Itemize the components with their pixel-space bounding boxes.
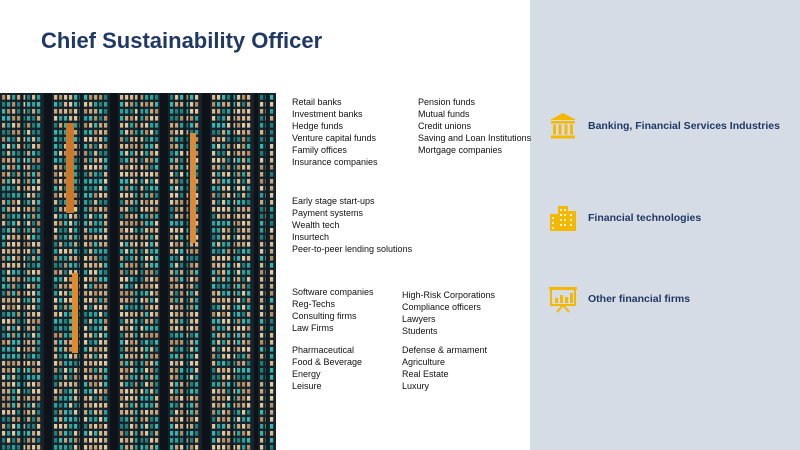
list-item: Consulting firms bbox=[292, 311, 357, 321]
banking-list-col1: Retail banks Investment banks Hedge fund… bbox=[292, 96, 378, 168]
list-item: Energy bbox=[292, 369, 321, 379]
category-label-banking: Banking, Financial Services Industries bbox=[588, 120, 780, 132]
list-item: High-Risk Corporations bbox=[402, 290, 496, 300]
category-label-other: Other financial firms bbox=[588, 293, 691, 305]
category-banking: Banking, Financial Services Industries bbox=[548, 111, 780, 141]
list-item: Compliance officers bbox=[402, 302, 481, 312]
list-item: Retail banks bbox=[292, 97, 342, 107]
list-item: Defense & armament bbox=[402, 345, 488, 355]
list-item: Agriculture bbox=[402, 357, 446, 367]
other-list-col2a: High-Risk Corporations Compliance office… bbox=[402, 289, 495, 337]
other-list-col1a: Software companies Reg-Techs Consulting … bbox=[292, 286, 374, 334]
list-item: Hedge funds bbox=[292, 121, 344, 131]
list-item: Pension funds bbox=[418, 97, 476, 107]
list-item: Insurtech bbox=[292, 232, 330, 242]
list-item: Saving and Loan Institutions bbox=[418, 133, 532, 143]
category-other: Other financial firms bbox=[548, 284, 690, 314]
list-item: Mortgage companies bbox=[418, 145, 503, 155]
category-fintech: Financial technologies bbox=[548, 203, 701, 233]
list-item: Early stage start-ups bbox=[292, 196, 375, 206]
banking-list-col2: Pension funds Mutual funds Credit unions… bbox=[418, 96, 531, 156]
bank-building-icon bbox=[548, 111, 578, 141]
list-item: Food & Beverage bbox=[292, 357, 363, 367]
list-item: Pharmaceutical bbox=[292, 345, 355, 355]
list-item: Software companies bbox=[292, 287, 374, 297]
list-item: Lawyers bbox=[402, 314, 436, 324]
list-item: Wealth tech bbox=[292, 220, 340, 230]
list-item: Real Estate bbox=[402, 369, 449, 379]
list-item: Payment systems bbox=[292, 208, 364, 218]
list-item: Investment banks bbox=[292, 109, 363, 119]
list-item: Venture capital funds bbox=[292, 133, 377, 143]
skyscraper-image bbox=[0, 93, 276, 450]
skyscraper-photo bbox=[0, 93, 276, 450]
slide-title: Chief Sustainability Officer bbox=[41, 28, 323, 53]
list-item: Insurance companies bbox=[292, 157, 378, 167]
fintech-list: Early stage start-ups Payment systems We… bbox=[292, 195, 412, 255]
list-item: Luxury bbox=[402, 381, 430, 391]
category-label-fintech: Financial technologies bbox=[588, 212, 702, 224]
list-item: Law Firms bbox=[292, 323, 334, 333]
list-item: Mutual funds bbox=[418, 109, 470, 119]
list-item: Leisure bbox=[292, 381, 322, 391]
presentation-board-icon bbox=[548, 284, 578, 314]
list-item: Family offices bbox=[292, 145, 347, 155]
list-item: Credit unions bbox=[418, 121, 472, 131]
list-item: Reg-Techs bbox=[292, 299, 336, 309]
other-list-col1b: Pharmaceutical Food & Beverage Energy Le… bbox=[292, 344, 362, 392]
list-item: Peer-to-peer lending solutions bbox=[292, 244, 413, 254]
city-buildings-icon bbox=[548, 203, 578, 233]
other-list-col2b: Defense & armament Agriculture Real Esta… bbox=[402, 344, 487, 392]
list-item: Students bbox=[402, 326, 438, 336]
